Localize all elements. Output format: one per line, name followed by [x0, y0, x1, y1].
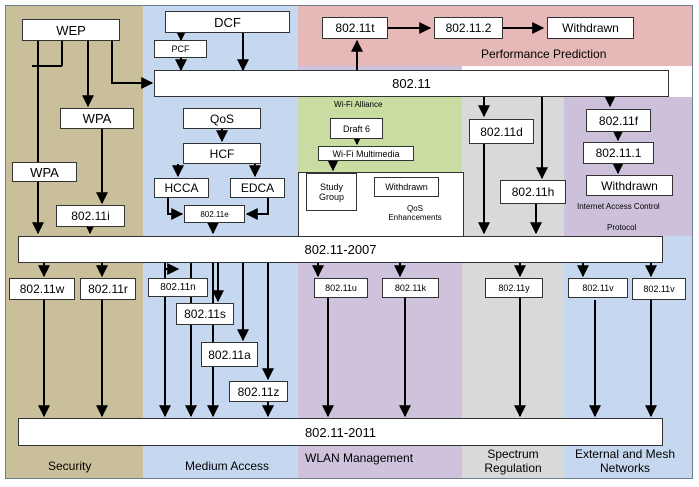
edca-node: EDCA — [230, 178, 285, 198]
withdrawn-top-node: Withdrawn — [547, 17, 634, 39]
pcf-node: PCF — [154, 40, 207, 58]
study-group-node: Study Group — [306, 173, 357, 211]
medium-access-label: Medium Access — [185, 459, 270, 473]
wpa-mid-node: WPA — [60, 108, 134, 129]
node-802-11y: 802.11y — [485, 278, 543, 298]
node-802-11: 802.11 — [154, 70, 669, 97]
iac-label-line1: Internet Access Control — [577, 202, 660, 211]
draft6-node: Draft 6 — [330, 118, 383, 139]
wep-node: WEP — [22, 19, 120, 41]
hcca-node: HCCA — [154, 178, 209, 198]
qos-node: QoS — [183, 108, 261, 129]
node-802-11h: 802.11h — [500, 180, 566, 204]
node-802-11t: 802.11t — [322, 17, 388, 39]
security-label: Security — [48, 459, 92, 473]
node-802-11k: 802.11k — [382, 278, 439, 298]
node-802-11u: 802.11u — [314, 278, 368, 298]
withdrawn-iac-node: Withdrawn — [586, 175, 673, 196]
node-802-11d: 802.11d — [469, 119, 534, 144]
wifi-alliance-label: Wi-Fi Alliance — [334, 100, 383, 109]
qos-enhancements-label: QoS Enhancements — [388, 204, 442, 223]
node-802-11-2: 802.11.2 — [434, 17, 503, 39]
dcf-node: DCF — [165, 11, 290, 33]
node-802-11s: 802.11s — [176, 303, 234, 325]
node-802-11-1: 802.11.1 — [583, 142, 654, 164]
node-802-11a: 802.11a — [201, 342, 258, 367]
hcf-node: HCF — [183, 143, 261, 164]
node-802-11r: 802.11r — [80, 278, 136, 300]
node-802-11i: 802.11i — [56, 205, 125, 227]
performance-prediction-label: Performance Prediction — [481, 47, 607, 61]
wpa-left-node: WPA — [12, 162, 77, 182]
node-802-11v-b: 802.11v — [632, 278, 686, 300]
node-802-11z: 802.11z — [229, 381, 288, 402]
node-802-11w: 802.11w — [9, 278, 75, 300]
external-mesh-label: External and Mesh Networks — [574, 447, 676, 475]
node-802-11v-a: 802.11v — [568, 278, 628, 298]
node-802-11e: 802.11e — [184, 205, 245, 223]
withdrawn-qos-node: Withdrawn — [374, 177, 439, 197]
wifi-multimedia-node: Wi-Fi Multimedia — [318, 146, 414, 161]
node-802-11f: 802.11f — [586, 109, 651, 132]
wlan-management-label: WLAN Management — [305, 451, 414, 465]
iac-label-line2: Protocol — [607, 223, 637, 232]
node-802-11n: 802.11n — [148, 278, 208, 297]
node-802-11-2011: 802.11-2011 — [18, 418, 663, 446]
spectrum-regulation-label: Spectrum Regulation — [484, 447, 542, 475]
node-802-11-2007: 802.11-2007 — [18, 236, 663, 263]
